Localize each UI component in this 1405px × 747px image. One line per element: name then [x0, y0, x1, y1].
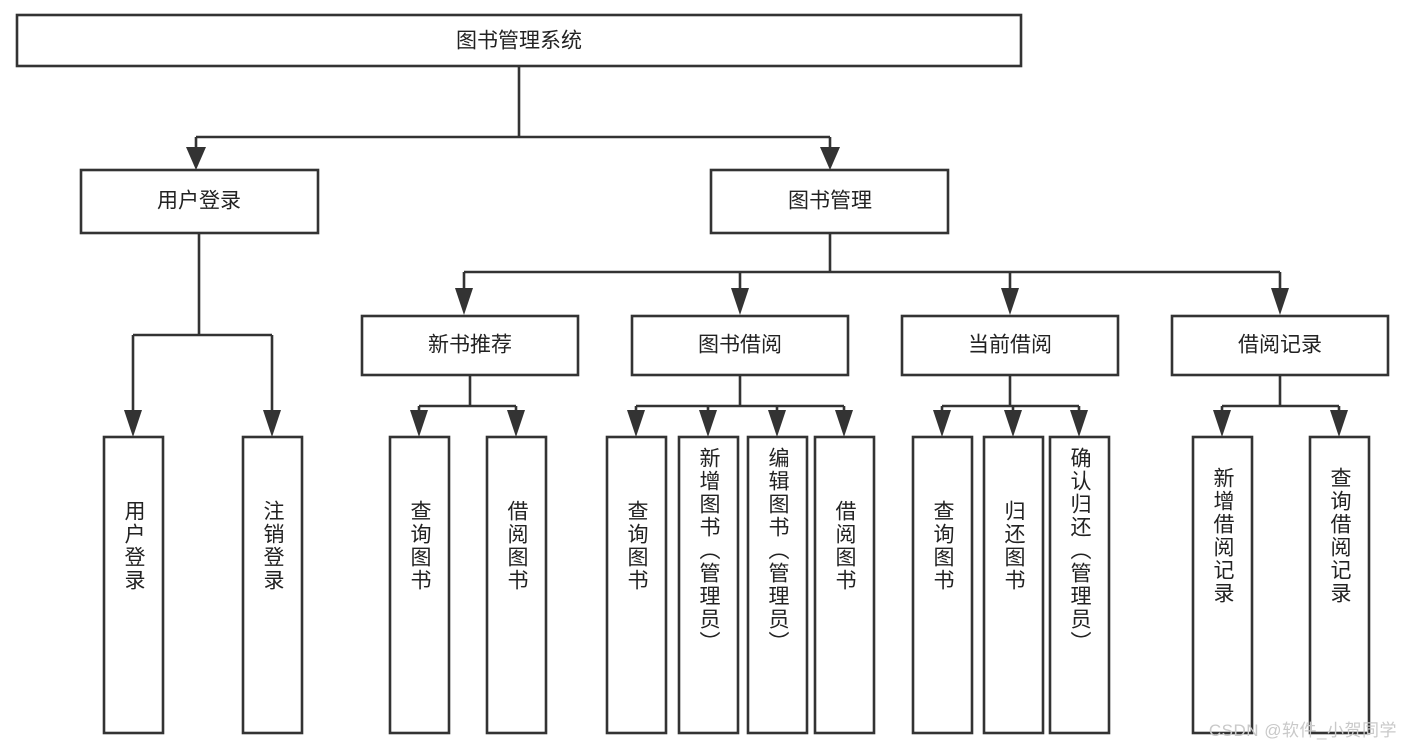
- node-new-book-recommend-label: 新书推荐: [428, 334, 512, 357]
- node-current-borrow-label: 当前借阅: [968, 334, 1052, 357]
- leaf-nb-borrow-book[interactable]: [485, 435, 548, 735]
- csdn-watermark: CSDN @软件_小贺同学: [1208, 721, 1397, 740]
- leaf-cb-query-book[interactable]: [911, 435, 974, 735]
- arrowhead-new-book-recommend: [455, 288, 473, 315]
- arrowhead-book-mgmt: [820, 147, 840, 170]
- arrowhead-leaf-bb-edit: [768, 410, 786, 437]
- arrowhead-leaf-nb-query: [410, 410, 428, 437]
- node-book-borrow-label: 图书借阅: [698, 334, 782, 357]
- arrowhead-leaf-cb-return: [1004, 410, 1022, 437]
- arrowhead-leaf-bb-borrow: [835, 410, 853, 437]
- leaf-bb-add-book[interactable]: [677, 435, 740, 735]
- leaf-bb-edit-book[interactable]: [746, 435, 809, 735]
- node-layer: 图书管理系统 用户登录 图书管理 新书推荐 图书借阅 当前借阅 借阅记录: [15, 13, 1390, 735]
- arrowhead-leaf-logout: [263, 410, 281, 437]
- node-root-label: 图书管理系统: [456, 30, 582, 53]
- node-current-borrow[interactable]: [900, 314, 1120, 377]
- leaf-user-login[interactable]: [102, 435, 165, 735]
- node-book-management-label: 图书管理: [788, 190, 872, 213]
- arrowhead-leaf-user-login: [124, 410, 142, 437]
- arrowhead-leaf-cb-confirm: [1070, 410, 1088, 437]
- arrowhead-book-borrow: [731, 288, 749, 315]
- arrowhead-user-login: [186, 147, 206, 170]
- arrowhead-leaf-bb-add: [699, 410, 717, 437]
- arrowhead-leaf-nb-borrow: [507, 410, 525, 437]
- arrowhead-leaf-bb-query: [627, 410, 645, 437]
- leaf-br-add-record[interactable]: [1191, 435, 1254, 735]
- arrowhead-leaf-br-query: [1330, 410, 1348, 437]
- arrowhead-borrow-record: [1271, 288, 1289, 315]
- arrowhead-leaf-cb-query: [933, 410, 951, 437]
- connector-layer: [124, 67, 1348, 437]
- leaf-logout[interactable]: [241, 435, 304, 735]
- node-book-management[interactable]: [709, 168, 950, 235]
- node-borrow-record[interactable]: [1170, 314, 1390, 377]
- node-user-login-label: 用户登录: [157, 190, 241, 213]
- leaf-nb-query-book[interactable]: [388, 435, 451, 735]
- leaf-cb-confirm-return[interactable]: [1048, 435, 1111, 735]
- node-root-book-system[interactable]: [15, 13, 1023, 68]
- arrowhead-current-borrow: [1001, 288, 1019, 315]
- leaf-cb-return-book[interactable]: [982, 435, 1045, 735]
- node-borrow-record-label: 借阅记录: [1238, 334, 1322, 357]
- leaf-bb-borrow-book[interactable]: [813, 435, 876, 735]
- node-book-borrow[interactable]: [630, 314, 850, 377]
- node-user-login[interactable]: [79, 168, 320, 235]
- arrowhead-leaf-br-add: [1213, 410, 1231, 437]
- leaf-bb-query-book[interactable]: [605, 435, 668, 735]
- leaf-br-query-record[interactable]: [1308, 435, 1371, 735]
- node-new-book-recommend[interactable]: [360, 314, 580, 377]
